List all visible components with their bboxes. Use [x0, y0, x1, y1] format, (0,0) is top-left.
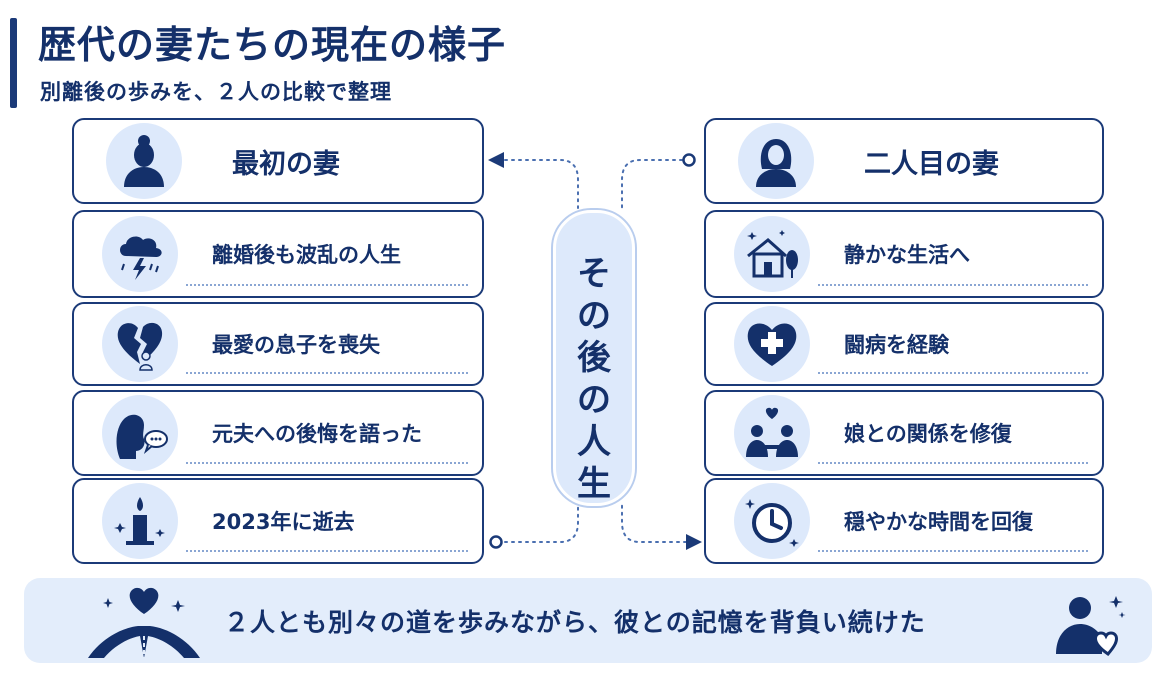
left-item-card: 元夫への後悔を語った [72, 390, 484, 476]
woman-bun-icon [106, 123, 182, 199]
page-subtitle: 別離後の歩みを、２人の比較で整理 [40, 80, 392, 104]
right-item-label: 穏やかな時間を回復 [844, 510, 1033, 534]
house-tree-icon [734, 216, 810, 292]
right-item-card: 娘との関係を修復 [704, 390, 1104, 476]
page-title: 歴代の妻たちの現在の様子 [38, 23, 507, 67]
left-item-card: 最愛の息子を喪失 [72, 302, 484, 386]
center-label-char: そ [577, 254, 611, 294]
broken-heart-child-icon [102, 306, 178, 382]
connector-left-top [504, 159, 579, 209]
clock-icon [734, 483, 810, 559]
dotted-divider [186, 372, 468, 374]
left-heading: 最初の妻 [232, 148, 340, 180]
right-heading: 二人目の妻 [864, 148, 999, 180]
dotted-divider [818, 284, 1088, 286]
left-item-label: 離婚後も波乱の人生 [212, 243, 401, 267]
right-item-card: 闘病を経験 [704, 302, 1104, 386]
dotted-divider [186, 462, 468, 464]
connector-node-icon [682, 153, 696, 167]
center-label-char: の [577, 296, 611, 336]
arrow-right-icon [686, 534, 702, 550]
connector-node-icon [489, 535, 503, 549]
person-heart-icon [1056, 596, 1126, 656]
heart-road-icon [88, 587, 200, 658]
woman-speech-bubble-icon [102, 395, 178, 471]
dotted-divider [186, 550, 468, 552]
summary-banner: ２人とも別々の道を歩みながら、彼との記憶を背負い続けた [24, 578, 1152, 663]
center-label-text: その後の人生 [556, 253, 632, 505]
medical-heart-icon [734, 306, 810, 382]
woman-long-hair-icon [738, 123, 814, 199]
center-label-char: の [577, 380, 611, 420]
connector-left-bottom [504, 501, 579, 543]
right-item-card: 静かな生活へ [704, 210, 1104, 298]
header-accent-bar [10, 18, 17, 108]
center-label-char: 人 [577, 422, 611, 462]
left-item-label: 最愛の息子を喪失 [212, 333, 380, 357]
center-label-char: 生 [577, 464, 611, 504]
dotted-divider [186, 284, 468, 286]
candle-icon [102, 483, 178, 559]
dotted-divider [818, 372, 1088, 374]
left-item-label: 元夫への後悔を語った [212, 422, 422, 446]
dotted-divider [818, 550, 1088, 552]
connector-right-bottom [621, 501, 687, 543]
left-item-card: 離婚後も波乱の人生 [72, 210, 484, 298]
right-item-label: 闘病を経験 [844, 333, 949, 357]
center-pill: その後の人生 [553, 210, 635, 506]
center-label-char: 後 [577, 338, 611, 378]
connector-right-top [621, 159, 683, 209]
summary-text: ２人とも別々の道を歩みながら、彼との記憶を背負い続けた [224, 607, 926, 637]
right-item-card: 穏やかな時間を回復 [704, 478, 1104, 564]
two-people-heart-icon [734, 395, 810, 471]
left-heading-card: 最初の妻 [72, 118, 484, 204]
arrow-left-icon [488, 152, 504, 168]
center-label: その後の人生 [556, 253, 632, 505]
left-item-card: 2023年に逝去 [72, 478, 484, 564]
right-item-label: 娘との関係を修復 [844, 422, 1012, 446]
left-item-label: 2023年に逝去 [212, 510, 355, 534]
dotted-divider [818, 462, 1088, 464]
right-item-label: 静かな生活へ [844, 243, 970, 267]
storm-cloud-icon [102, 216, 178, 292]
right-heading-card: 二人目の妻 [704, 118, 1104, 204]
